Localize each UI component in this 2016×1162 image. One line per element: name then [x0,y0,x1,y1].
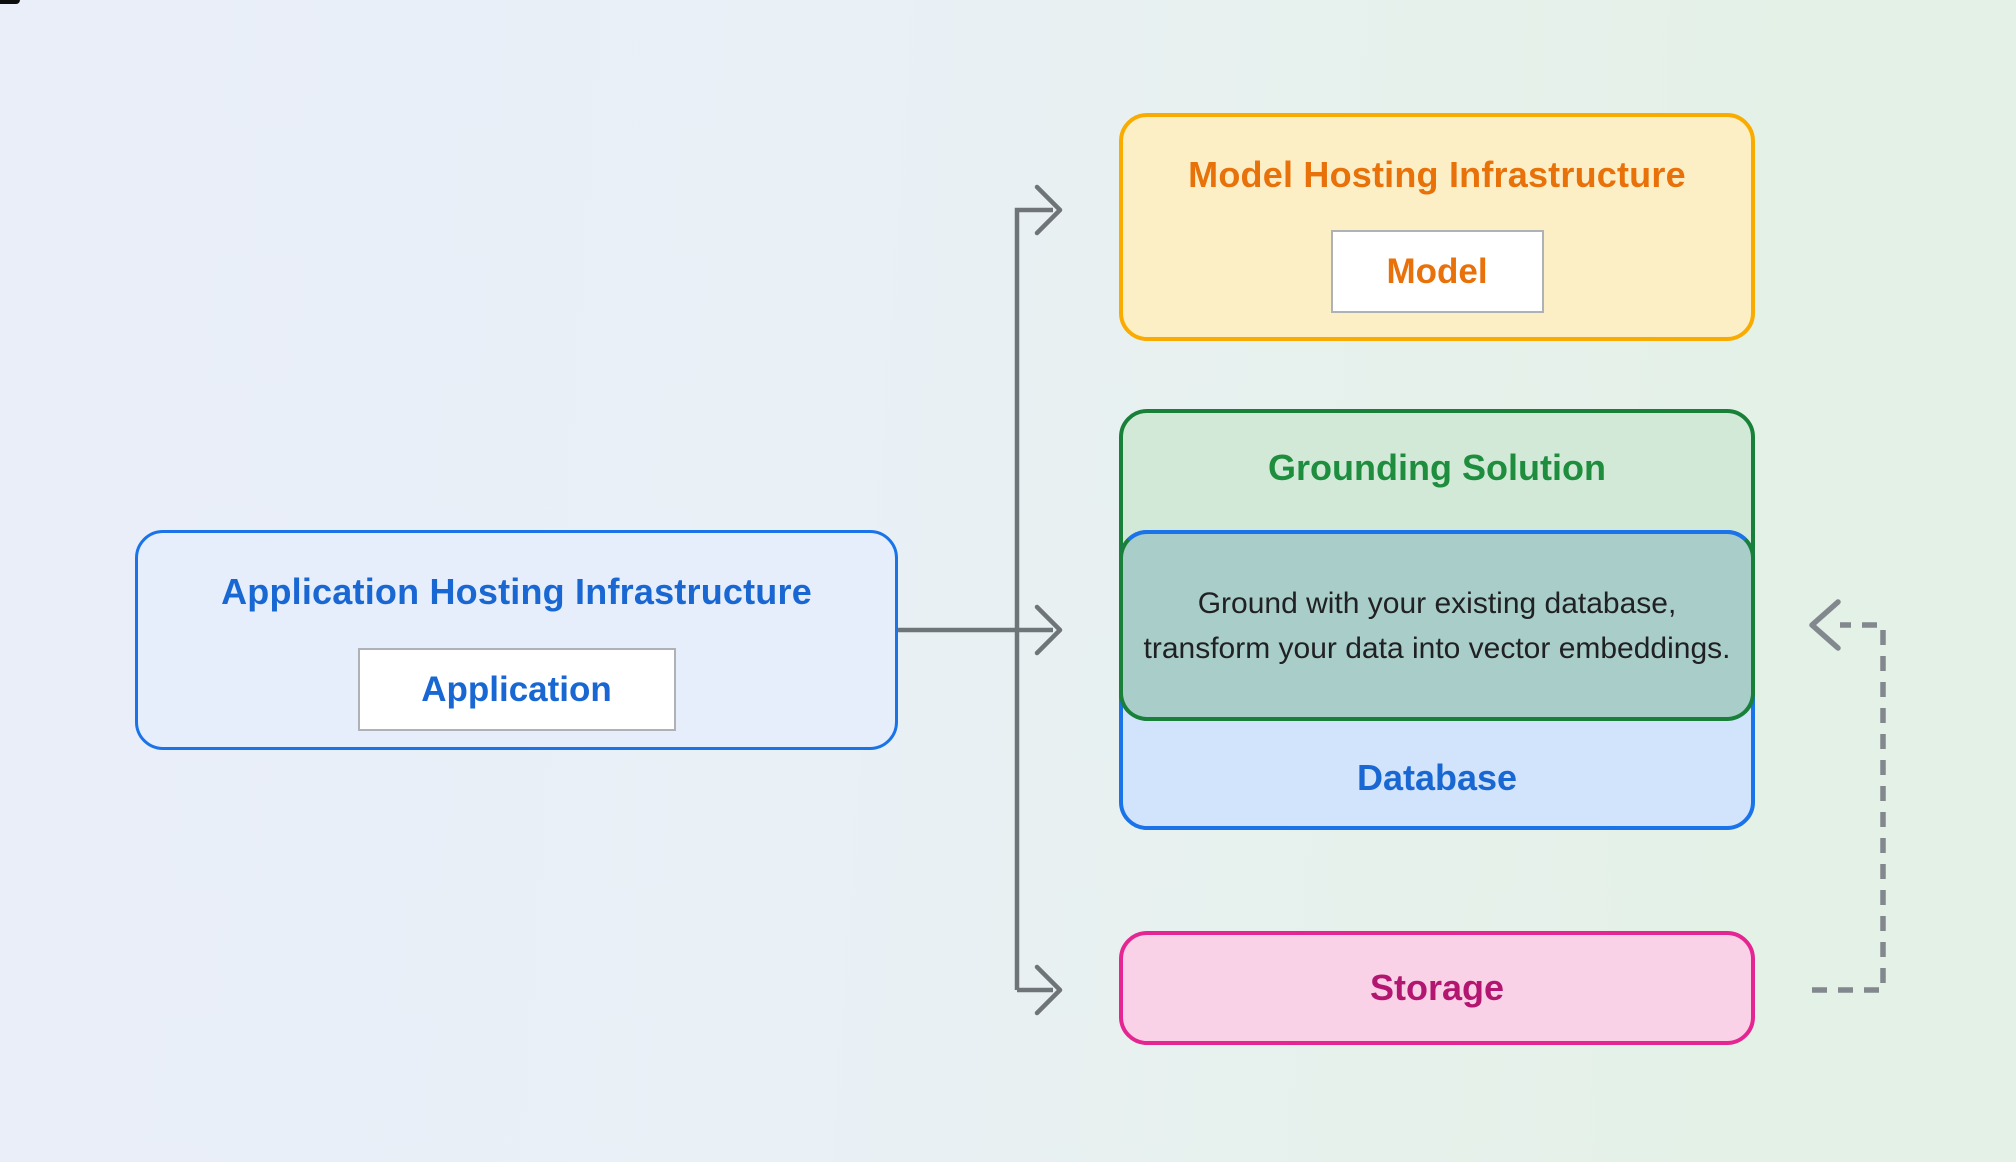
grounding-note-box: Ground with your existing database, tran… [1119,530,1755,721]
storage-to-grounding-dashed-line [1812,622,1886,993]
arrowhead-to-model-icon [1034,184,1063,236]
arrowhead-to-storage-icon [1034,964,1063,1016]
model-hosting-box: Model Hosting Infrastructure Model [1119,113,1755,341]
storage-label: Storage [1369,967,1505,1008]
model-hosting-title: Model Hosting Infrastructure [1188,154,1686,195]
application-chip-label: Application [421,669,612,709]
application-hosting-title: Application Hosting Infrastructure [221,571,812,612]
grounding-note-text: Ground with your existing database, tran… [1143,586,1731,665]
branch-line-vertical [1014,207,1053,990]
storage-box: Storage [1119,931,1755,1045]
dashed-arrowhead-left-icon [1809,599,1841,651]
application-chip: Application [357,648,676,731]
grounding-solution-title: Grounding Solution [1268,447,1606,488]
database-label: Database [1356,756,1518,798]
arrowhead-to-grounding-icon [1034,604,1063,656]
model-chip-label: Model [1386,251,1488,291]
screen-corner-artifact [0,0,20,4]
solid-arrow-lines [898,207,1053,993]
solid-arrowheads [1034,184,1063,1016]
model-chip: Model [1330,230,1544,313]
application-hosting-box: Application Hosting Infrastructure Appli… [135,530,898,750]
